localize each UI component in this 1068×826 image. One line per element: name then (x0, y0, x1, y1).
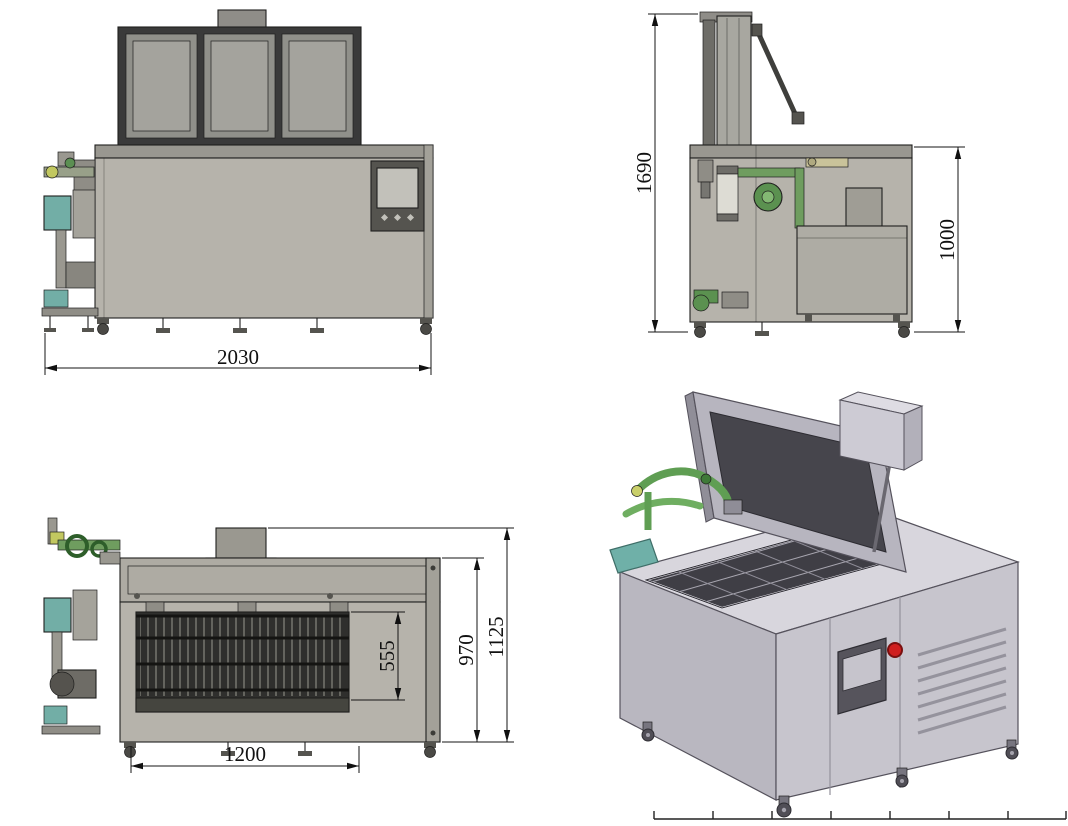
valve-handwheel (65, 534, 89, 558)
dim-body-height-label: 1000 (935, 219, 959, 261)
caster-wheel (97, 323, 109, 335)
front-teal-tank (43, 195, 72, 231)
valve-yellow (631, 485, 643, 497)
front-feet (44, 316, 432, 335)
side-drain-valve (692, 294, 710, 312)
valve-yellow (45, 165, 59, 179)
iso-front-face (775, 561, 1019, 801)
hinge-block (145, 601, 165, 614)
caster-wheel (424, 746, 436, 758)
side-body-top-band (689, 144, 913, 159)
bolt-icon (430, 730, 436, 736)
side-plumbing (692, 157, 908, 322)
iso-control-screen (842, 647, 882, 692)
front-filtration-unit (41, 151, 99, 317)
iso-plumbing (609, 467, 743, 574)
open-view-filtration-unit (41, 517, 121, 735)
side-reservoir-tank (796, 225, 908, 315)
iso-louvers (917, 627, 1007, 735)
bolt-icon (430, 565, 436, 571)
dim-tank-height: 970 (442, 557, 484, 743)
open-view-top-band (119, 557, 441, 603)
bolt-icon (327, 593, 333, 599)
iso-lid-strut (872, 461, 892, 553)
iso-casters (641, 721, 1019, 818)
pipe-green (57, 539, 121, 551)
iso-control-panel (837, 637, 903, 715)
front-body-right-edge (423, 144, 434, 319)
iso-teal-tank (609, 538, 659, 574)
dim-front-total-height-label: 1125 (484, 616, 508, 657)
front-view: 2030 (41, 9, 434, 375)
basket-grid (140, 616, 345, 696)
open-view-right-edge (425, 557, 441, 743)
front-open-view: 555 970 1125 1200 (41, 517, 514, 773)
bolt-icon (134, 593, 140, 599)
side-view: 1690 1000 (632, 11, 965, 338)
caster-wheel (420, 323, 432, 335)
dim-overall-width-label: 2030 (217, 345, 259, 369)
hinge-block (237, 601, 257, 614)
dim-opening-width-label: 1200 (224, 742, 266, 766)
hinge-block (329, 601, 349, 614)
dim-overall-height-label: 1690 (632, 152, 656, 194)
side-open-lid (699, 11, 805, 149)
dim-tank-height-label: 970 (454, 634, 478, 666)
dim-opening-width: 1200 (130, 742, 360, 773)
valve-handwheel (90, 540, 108, 558)
iso-rear-box (838, 391, 924, 471)
dim-overall-width: 2030 (44, 333, 432, 375)
isometric-view (609, 391, 1020, 818)
dim-body-height: 1000 (914, 146, 965, 333)
sheet-scale-bar (653, 811, 1067, 820)
panel-button-icon (380, 213, 389, 222)
front-lid-handle (217, 9, 267, 29)
dim-overall-height: 1690 (632, 13, 698, 333)
open-view-feet (124, 742, 436, 758)
side-filter-cartridge (716, 173, 739, 215)
valve-green (64, 157, 76, 169)
side-gas-strut (754, 28, 800, 120)
front-lid-panels (125, 33, 354, 139)
caster-wheel (124, 746, 136, 758)
caster-wheel (898, 326, 910, 338)
valve-green (700, 473, 712, 485)
caster-wheel (694, 326, 706, 338)
front-control-panel (370, 160, 425, 232)
teal-tank (43, 597, 72, 633)
side-feet (694, 322, 910, 338)
side-pipe-green (737, 167, 801, 178)
front-body-top-band (94, 144, 434, 159)
front-control-screen (376, 167, 419, 209)
dim-basket-height: 555 (351, 611, 405, 701)
panel-button-icon (393, 213, 402, 222)
dim-basket-height-label: 555 (375, 640, 399, 672)
basket (135, 611, 350, 713)
emergency-stop-button (887, 642, 903, 658)
panel-button-icon (406, 213, 415, 222)
dim-front-total-height: 1125 (268, 527, 514, 743)
